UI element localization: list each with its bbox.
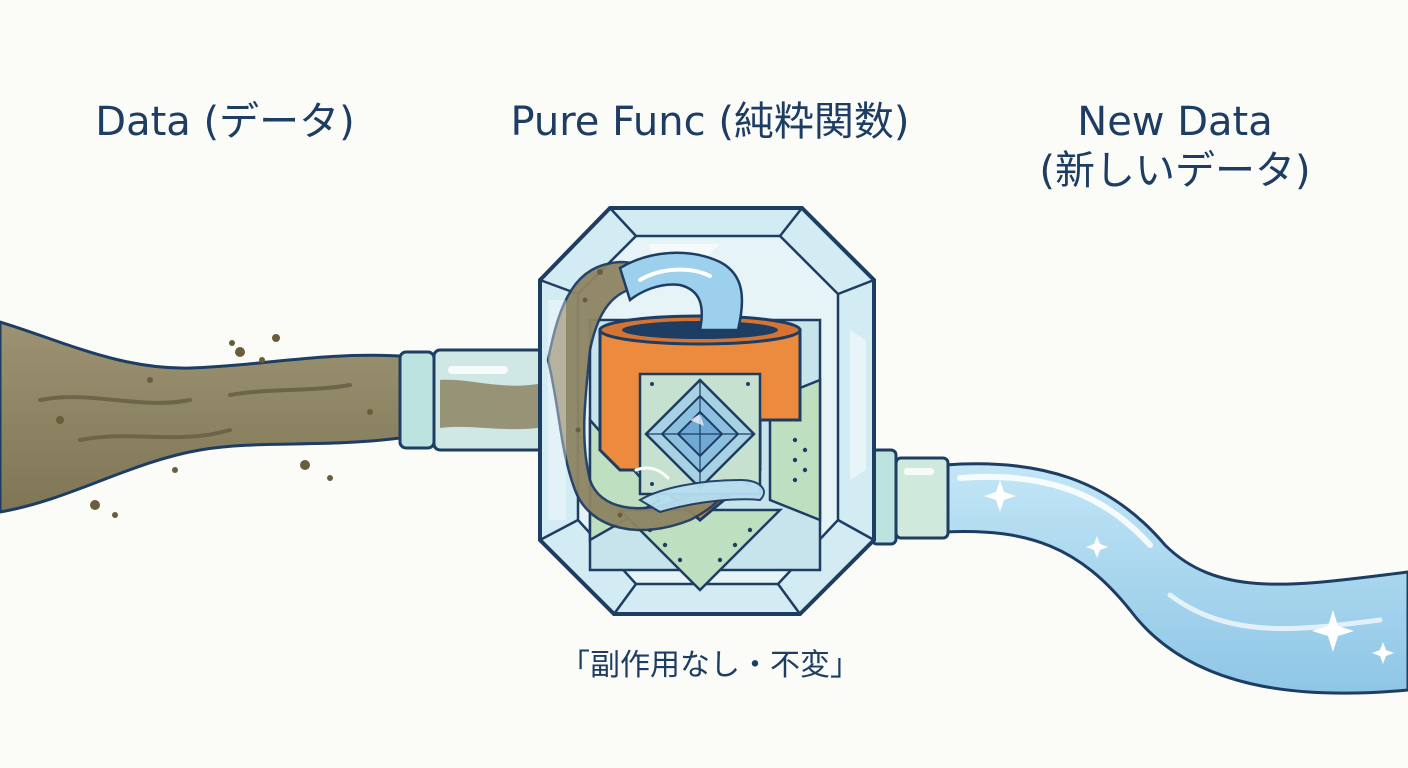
output-data-label: New Data (新しいデータ) xyxy=(985,98,1365,196)
dirt-speck-group xyxy=(56,334,373,518)
dirty-data-stream xyxy=(0,320,402,518)
sparkle-icon xyxy=(984,480,1394,664)
input-data-label: Data (データ) xyxy=(95,99,355,145)
side-effect-free-caption: 「副作用なし・不変」 xyxy=(560,648,860,683)
pure-function-label: Pure Func (純粋関数) xyxy=(510,99,910,145)
output-data-label-line2: (新しいデータ) xyxy=(1039,147,1311,194)
clean-data-stream xyxy=(943,462,1408,695)
crystal-container xyxy=(538,206,876,616)
input-pipe-connector xyxy=(398,348,546,452)
crystal-gem-icon xyxy=(638,372,762,496)
output-data-label-line1: New Data xyxy=(1077,99,1273,145)
output-pipe-connector xyxy=(870,448,950,546)
